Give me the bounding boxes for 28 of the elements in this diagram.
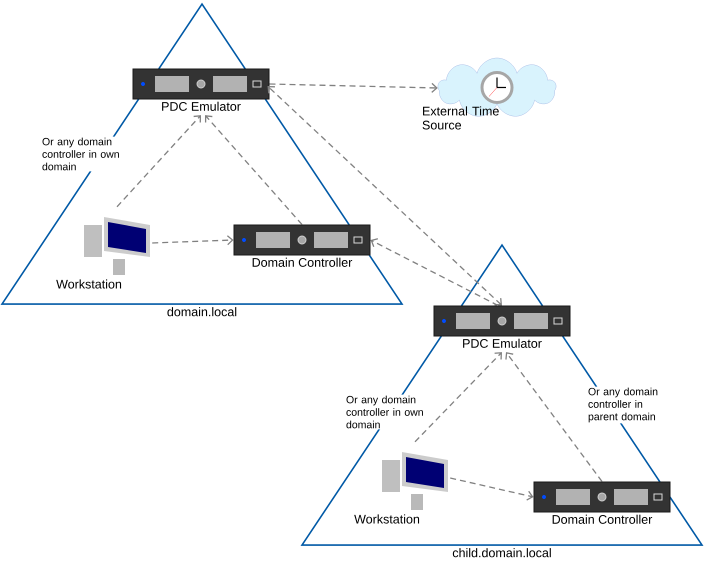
- server: Domain Controller: [534, 482, 670, 524]
- node-label: Domain Controller: [552, 514, 652, 524]
- node-label: PDC Emulator: [463, 338, 542, 348]
- workstation: Workstation: [56, 217, 150, 289]
- node-label: Domain Controller: [252, 258, 352, 267]
- edge-label: Or any domain controller in parent domain: [587, 386, 669, 424]
- edge-label: Or any domain controller in own domain: [41, 136, 123, 172]
- arrow: [152, 235, 234, 246]
- arrow: [370, 238, 498, 306]
- workstation: Workstation: [354, 452, 448, 524]
- arrow: [116, 115, 201, 208]
- arrow: [204, 115, 302, 225]
- node-label: PDC Emulator: [162, 102, 241, 111]
- node-label: child.domain.local: [452, 548, 551, 558]
- arrow: [414, 352, 502, 442]
- arrow: [505, 352, 603, 482]
- node-label: Source: [422, 120, 462, 130]
- arrow: [450, 477, 534, 501]
- server: PDC Emulator: [434, 306, 570, 348]
- arrow: [270, 82, 438, 93]
- node-label: domain.local: [167, 307, 236, 316]
- cloud: External Time Source: [422, 58, 556, 130]
- node-label: Workstation: [56, 279, 122, 289]
- server: PDC Emulator: [132, 68, 270, 111]
- node-label: Workstation: [354, 514, 420, 524]
- edge-label: Or any domain controller in own domain: [345, 394, 427, 430]
- server: Domain Controller: [234, 224, 370, 267]
- arrow: [268, 86, 502, 306]
